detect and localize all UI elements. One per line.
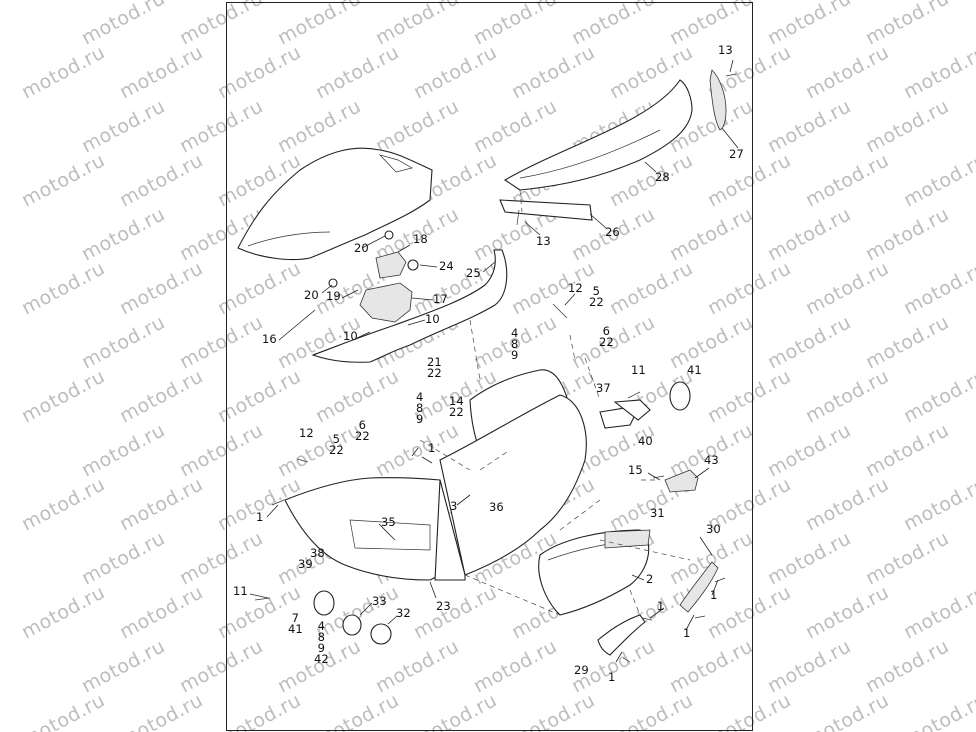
callout-label: 1 [710, 588, 718, 602]
callout-label: 19 [326, 289, 341, 303]
callout-label: 7 41 [288, 611, 303, 636]
callout-label: 20 [304, 288, 319, 302]
callout-label: 6 22 [355, 418, 370, 443]
callout-label: 13 [536, 234, 551, 248]
windshield-trim-part [311, 249, 508, 363]
callout-label: 6 22 [599, 324, 614, 349]
small-bracket-part [664, 469, 699, 493]
callout-label: 13 [718, 43, 733, 57]
callout-label: 29 [574, 663, 589, 677]
callout-label: 35 [381, 515, 396, 529]
callout-label: 38 [310, 546, 325, 560]
windshield-part [237, 147, 433, 261]
outer-fairing-part [284, 477, 466, 581]
callout-label: 30 [706, 522, 721, 536]
callout-label: 4 8 9 42 [314, 619, 329, 666]
headlamp-part [538, 529, 651, 616]
callout-label: 23 [436, 599, 451, 613]
callout-label: 12 [299, 426, 314, 440]
turn-signal-part [313, 381, 691, 645]
mounting-bracket-part [328, 230, 419, 323]
callout-label: 4 8 9 [416, 390, 424, 426]
callout-label: 31 [650, 506, 665, 520]
diagram-frame [226, 2, 753, 731]
callout-label: 14 22 [449, 394, 464, 419]
lower-trim-part [597, 614, 646, 656]
side-bracket-part [679, 561, 719, 613]
callout-label: 33 [372, 594, 387, 608]
callout-label: 32 [396, 606, 411, 620]
callout-label: 15 [628, 463, 643, 477]
callout-label: 5 22 [329, 432, 344, 457]
upper-trim-panels-part [499, 69, 727, 221]
callout-label: 3 [450, 499, 458, 513]
callout-label: 1 [256, 510, 264, 524]
callout-label: 36 [489, 500, 504, 514]
callout-label: 20 [354, 241, 369, 255]
callout-label: 1 [657, 599, 665, 613]
fasteners [254, 73, 737, 663]
callout-label: 4 8 9 [511, 326, 519, 362]
callout-label: 43 [704, 453, 719, 467]
callout-label: 37 [596, 381, 611, 395]
callout-label: 1 [683, 626, 691, 640]
callout-label: 5 22 [589, 284, 604, 309]
callout-label: 27 [729, 147, 744, 161]
callout-label: 10 [343, 329, 358, 343]
callout-label: 39 [298, 557, 313, 571]
callout-label: 28 [655, 170, 670, 184]
callout-label: 40 [638, 434, 653, 448]
callout-label: 11 [233, 584, 248, 598]
callout-label: 12 [568, 281, 583, 295]
callout-label: 2 [646, 572, 654, 586]
leader-lines [249, 59, 739, 663]
callout-label: 1 [428, 441, 436, 455]
callout-label: 25 [466, 266, 481, 280]
callout-label: 21 22 [427, 355, 442, 380]
callout-label: 11 [631, 363, 646, 377]
callout-label: 26 [605, 225, 620, 239]
callout-label: 10 [425, 312, 440, 326]
callout-label: 17 [433, 292, 448, 306]
callout-label: 16 [262, 332, 277, 346]
callout-label: 24 [439, 259, 454, 273]
callout-label: 1 [608, 670, 616, 684]
callout-label: 41 [687, 363, 702, 377]
callout-label: 18 [413, 232, 428, 246]
alignment-lines [419, 189, 691, 616]
